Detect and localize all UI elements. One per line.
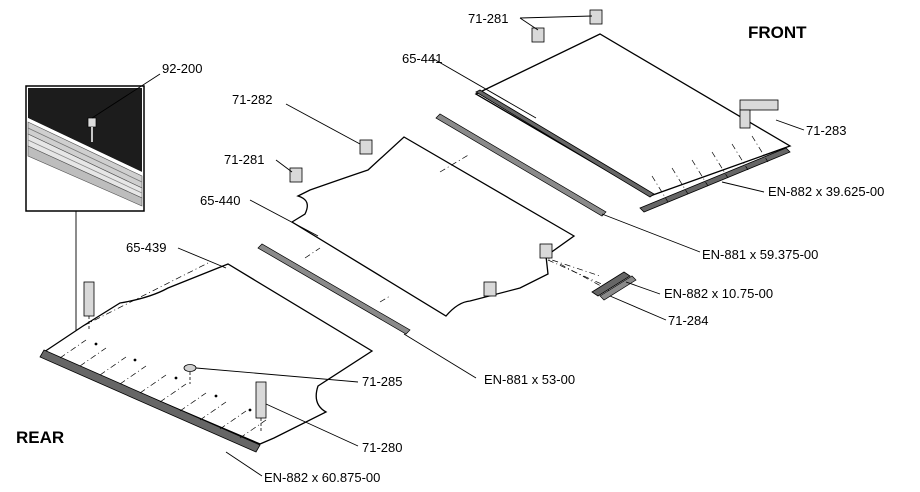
label-en-882-60: EN-882 x 60.875-00 bbox=[264, 470, 380, 485]
label-en-881-53: EN-881 x 53-00 bbox=[484, 372, 575, 387]
label-71-283: 71-283 bbox=[806, 123, 846, 138]
front-rail-bottom bbox=[639, 147, 791, 213]
fastener-holes bbox=[94, 342, 252, 412]
panel-65-439 bbox=[39, 261, 374, 453]
rail-en-882-10 bbox=[591, 271, 637, 301]
detail-inset bbox=[25, 73, 161, 352]
leader-lines bbox=[177, 15, 805, 477]
bracket-71-281-lower bbox=[483, 243, 553, 297]
label-en-882-10: EN-882 x 10.75-00 bbox=[664, 286, 773, 301]
label-en-882-39: EN-882 x 39.625-00 bbox=[768, 184, 884, 199]
bracket-71-281-top bbox=[531, 9, 603, 43]
label-71-284: 71-284 bbox=[668, 313, 708, 328]
label-71-281-mid: 71-281 bbox=[224, 152, 264, 167]
rear-label: REAR bbox=[16, 428, 64, 447]
bracket-71-282 bbox=[359, 139, 373, 155]
rail-en-881-53 bbox=[257, 243, 411, 335]
bracket-71-280-left bbox=[83, 281, 95, 330]
rail-en-881-59 bbox=[435, 113, 607, 217]
label-65-439: 65-439 bbox=[126, 240, 166, 255]
label-en-881-59: EN-881 x 59.375-00 bbox=[702, 247, 818, 262]
label-71-282: 71-282 bbox=[232, 92, 272, 107]
bracket-71-281-mid bbox=[289, 167, 303, 183]
panel-65-440 bbox=[289, 136, 613, 317]
rear-rail bbox=[39, 349, 261, 453]
label-71-280: 71-280 bbox=[362, 440, 402, 455]
front-rail-side bbox=[475, 89, 655, 198]
panel-65-441 bbox=[474, 9, 792, 213]
bracket-71-283 bbox=[739, 99, 779, 129]
label-92-200: 92-200 bbox=[162, 61, 202, 76]
label-71-285: 71-285 bbox=[362, 374, 402, 389]
label-71-281-top: 71-281 bbox=[468, 11, 508, 26]
bracket-71-280-right bbox=[255, 381, 267, 432]
label-65-441: 65-441 bbox=[402, 51, 442, 66]
label-65-440: 65-440 bbox=[200, 193, 240, 208]
front-label: FRONT bbox=[748, 23, 807, 42]
